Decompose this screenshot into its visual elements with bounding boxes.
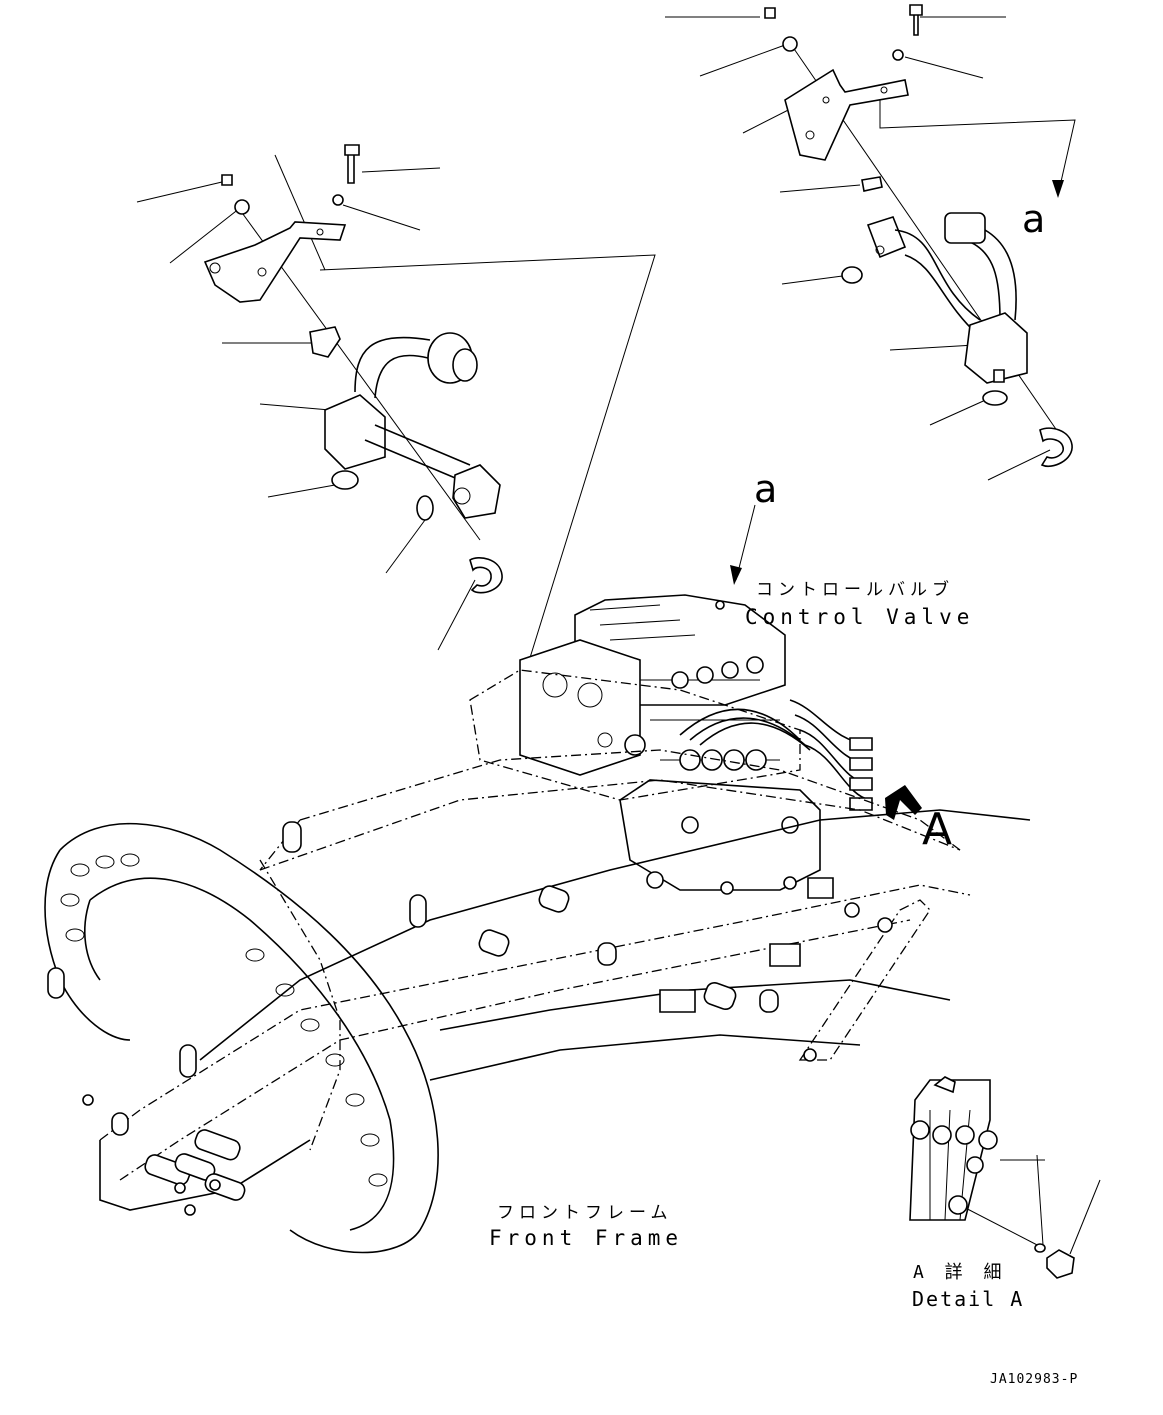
valve-spools: [625, 657, 766, 770]
hose-assembly-top-left: [325, 333, 502, 593]
ref-a-center-label: a: [754, 467, 778, 511]
control-valve: [520, 595, 872, 810]
valve-mounting-plate: [470, 670, 820, 894]
leader-lines: [137, 17, 1100, 1254]
view-a-label: A: [922, 804, 953, 855]
arrow-a-top: [1052, 180, 1064, 198]
front-frame-label-jp: フロントフレーム: [497, 1203, 673, 1223]
arrow-a-center: [730, 565, 742, 585]
control-valve-label-jp: コントロールバルブ: [756, 580, 954, 600]
ring-bolt-holes: [61, 854, 387, 1186]
detail-a-view: [910, 1077, 1074, 1278]
front-frame-ring: [45, 824, 438, 1253]
detail-a-label: Detail A: [912, 1287, 1025, 1311]
bracket-top-right: [765, 5, 922, 191]
front-frame: [100, 750, 1030, 1210]
detail-a-label-jp: A 詳 細: [913, 1262, 1007, 1283]
view-arrow-a: [885, 785, 922, 820]
front-frame-label: Front Frame: [489, 1226, 684, 1250]
hose-assembly-top-right: [842, 213, 1072, 466]
drawing-code: JA102983-P: [990, 1372, 1079, 1387]
control-valve-label: Control Valve: [745, 605, 975, 629]
ref-a-top-label: a: [1022, 197, 1046, 241]
bracket-top-left: [205, 145, 359, 357]
frame-bosses: [48, 822, 892, 1215]
